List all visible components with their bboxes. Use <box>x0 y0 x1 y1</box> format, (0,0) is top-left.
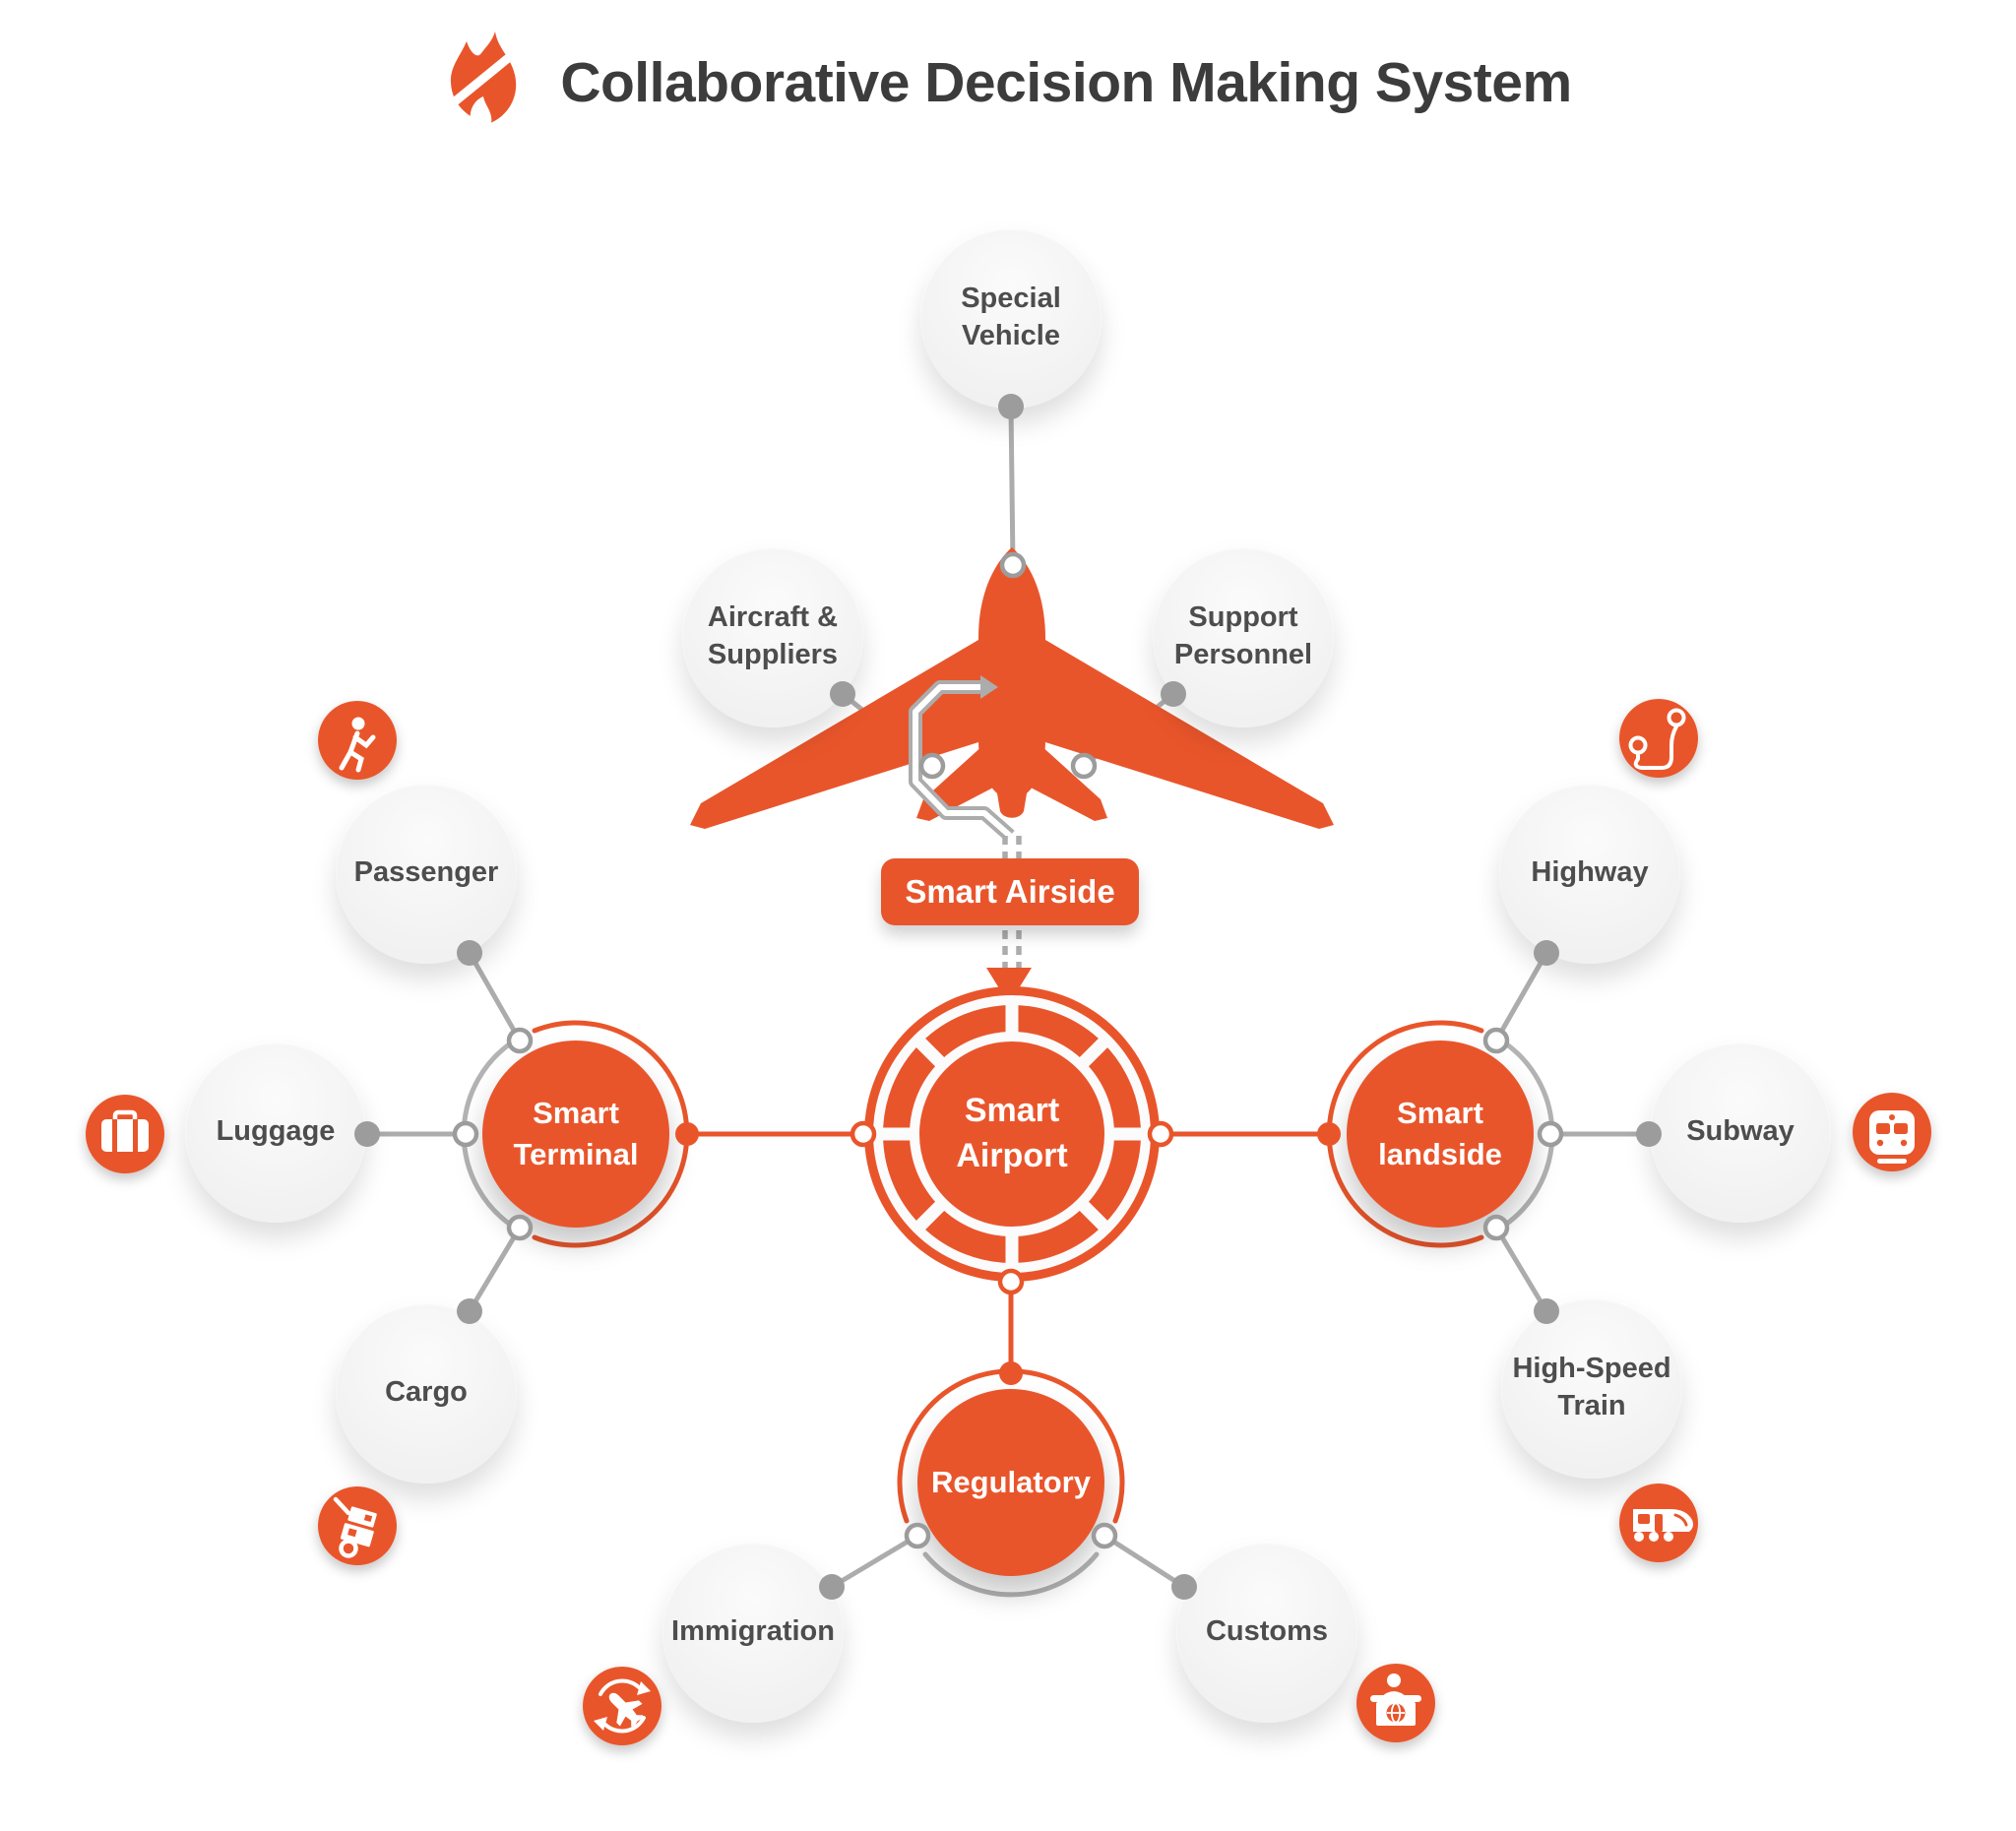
satellite-immigration: Immigration <box>662 1542 844 1723</box>
satellite-label: Aircraft & Suppliers <box>707 601 839 670</box>
hub-smart-airport: Smart Airport <box>917 1040 1106 1229</box>
hub-smart-terminal: Smart Terminal <box>482 1041 669 1228</box>
page-title: Collaborative Decision Making System <box>560 51 1572 114</box>
satellite-label: Support Personnel <box>1173 601 1313 670</box>
satellite-customs: Customs <box>1176 1542 1357 1723</box>
gray-connector-lines <box>364 404 1652 1590</box>
satellite-label: High-Speed Train <box>1512 1353 1671 1421</box>
satellite-support-personnel: Support Personnel <box>1153 546 1334 727</box>
satellite-label: Luggage <box>216 1115 336 1148</box>
airplane-icon <box>690 547 1334 829</box>
satellite-aircraft-suppliers: Aircraft & Suppliers <box>682 546 863 727</box>
satellite-subway: Subway <box>1650 1042 1831 1223</box>
page-header: Collaborative Decision Making System <box>0 30 2016 136</box>
badge-label: Smart Airside <box>905 873 1115 910</box>
hub-label: Smart Terminal <box>513 1096 639 1171</box>
flame-icon <box>449 32 517 127</box>
satellite-label: Highway <box>1531 856 1649 889</box>
smart-airside-badge: Smart Airside <box>881 858 1139 925</box>
satellite-passenger: Passenger <box>336 783 517 964</box>
satellite-label: Cargo <box>385 1376 468 1409</box>
satellite-special-vehicle: Special Vehicle <box>920 227 1102 409</box>
wheel-ring-icon <box>864 986 1160 1282</box>
hub-label: Regulatory <box>931 1465 1091 1500</box>
satellite-label: Customs <box>1205 1615 1329 1648</box>
satellite-high-speed-train: High-Speed Train <box>1501 1297 1682 1479</box>
satellite-label: Passenger <box>353 856 499 889</box>
down-arrow-icon <box>986 968 1032 988</box>
satellite-label: Special Vehicle <box>961 283 1061 351</box>
satellite-label: Subway <box>1686 1115 1795 1148</box>
satellite-luggage: Luggage <box>185 1042 366 1223</box>
hub-label: Smart Airport <box>956 1092 1068 1174</box>
satellite-highway: Highway <box>1499 783 1680 964</box>
hub-regulatory: Regulatory <box>917 1389 1104 1576</box>
satellite-cargo: Cargo <box>336 1302 517 1484</box>
hub-label: Smart landside <box>1378 1096 1502 1171</box>
hub-smart-landside: Smart landside <box>1347 1041 1534 1228</box>
orange-connector-lines <box>684 1131 1332 1376</box>
satellite-label: Immigration <box>671 1615 835 1648</box>
